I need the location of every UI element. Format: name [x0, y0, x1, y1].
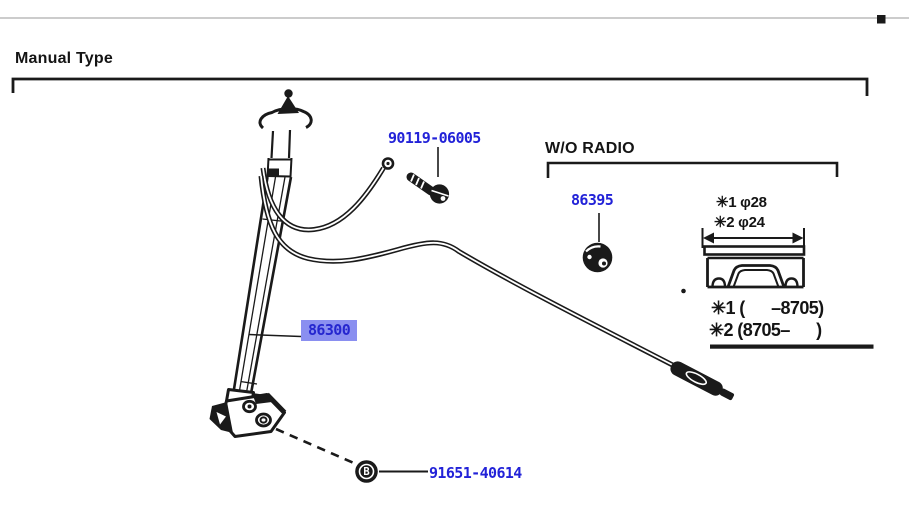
part-number-grommet[interactable]: 86395 — [571, 191, 614, 209]
manual-type-bracket — [11, 77, 869, 96]
part-number-antenna-highlighted[interactable]: 86300 — [301, 320, 358, 341]
cable-connector-drawing — [670, 361, 735, 401]
mast-tip-ball — [284, 89, 293, 98]
section-title-manual-type: Manual Type — [15, 50, 113, 67]
bolt-b-letter: B — [363, 466, 370, 478]
wo-radio-bracket — [546, 161, 839, 178]
period-dot — [681, 288, 686, 294]
grommet-drawing — [582, 242, 613, 273]
diameter-note-2: ✳2 φ24 — [714, 213, 765, 231]
short-cable-drawing — [260, 157, 395, 233]
production-note-underline — [710, 344, 874, 349]
feeder-cable-drawing — [258, 175, 677, 369]
screw-drawing — [406, 172, 450, 204]
group-title-wo-radio: W/O RADIO — [545, 140, 635, 157]
production-note-2: ✳2 (8705– ) — [709, 319, 822, 340]
diameter-note-1: ✳1 φ28 — [716, 194, 767, 211]
part-number-nut[interactable]: 91651-40614 — [429, 464, 522, 482]
production-note-1: ✳1 ( –8705) — [711, 298, 824, 318]
cap-dimension-drawing — [701, 228, 806, 289]
antenna-leader-line — [248, 333, 302, 338]
page-edge-line — [0, 15, 909, 24]
antenna-mast-drawing — [231, 89, 313, 400]
part-number-screw[interactable]: 90119-06005 — [388, 129, 481, 147]
antenna-base-bracket-drawing — [209, 388, 287, 438]
page-edge-mark — [877, 15, 886, 24]
bolt-b-marker-icon — [355, 460, 378, 483]
assembly-dashed-line — [275, 427, 354, 464]
